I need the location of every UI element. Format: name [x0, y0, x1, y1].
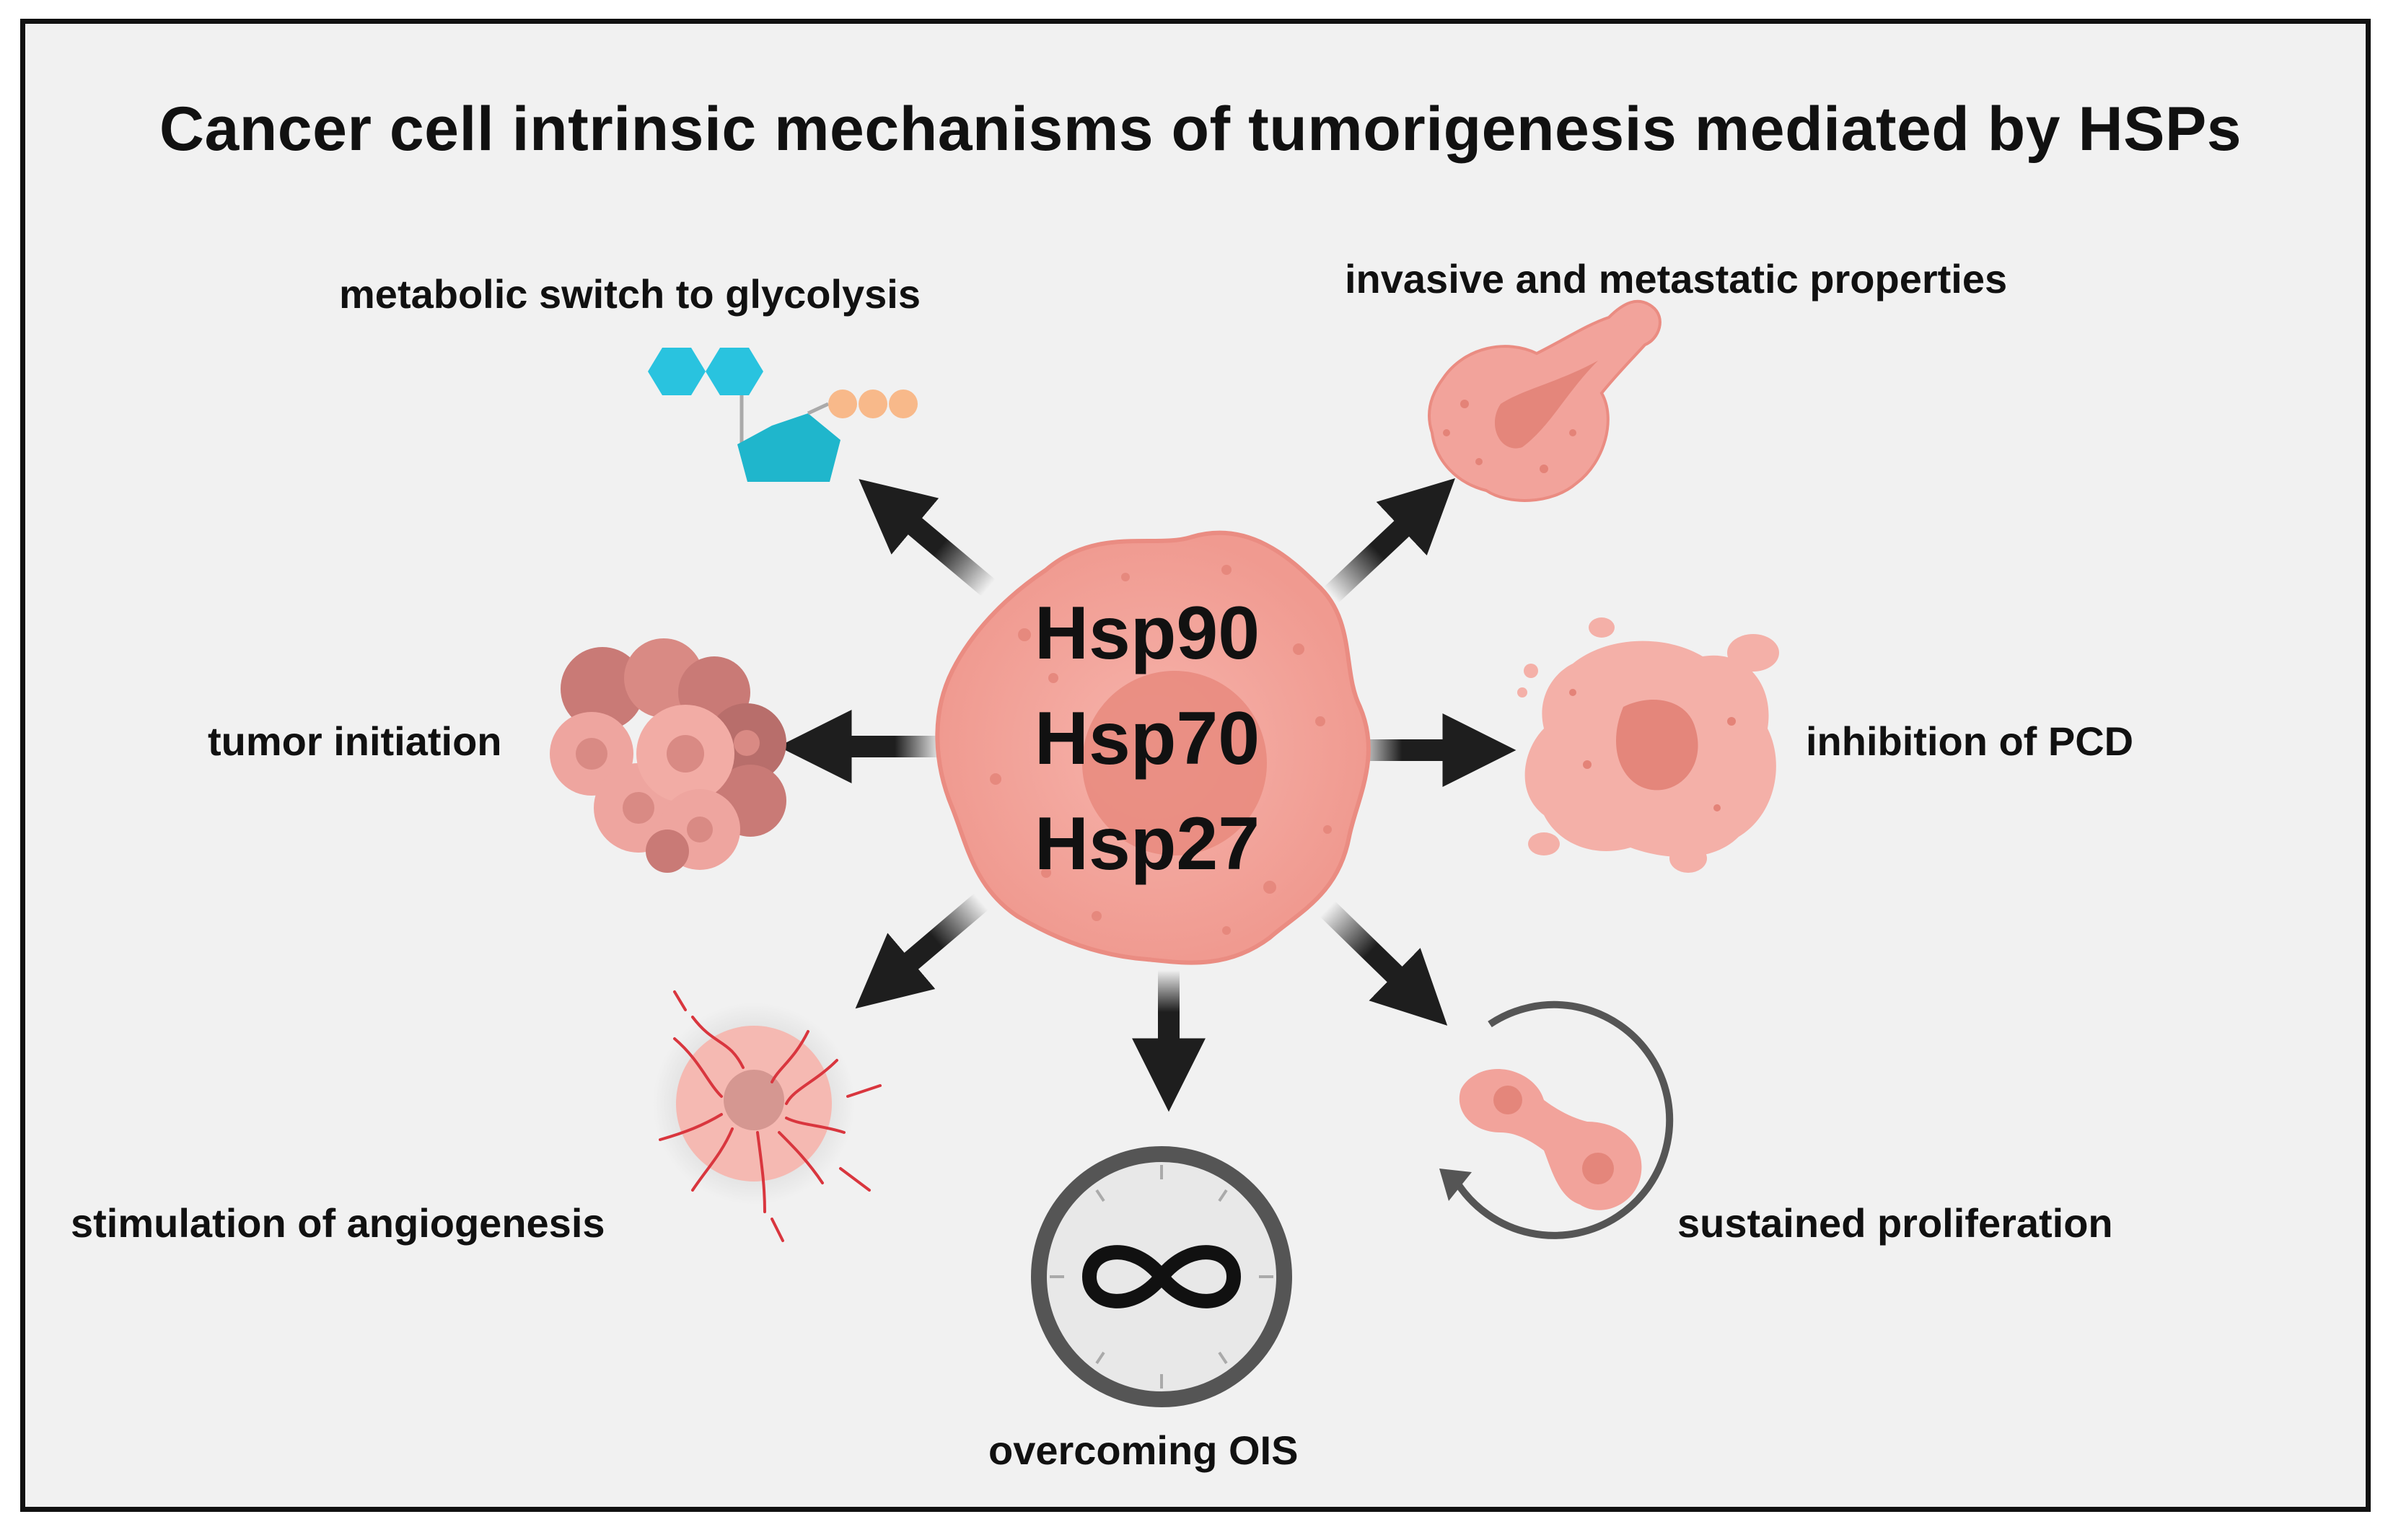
label-overcoming-ois: overcoming OIS [988, 1427, 1299, 1473]
label-metabolic-switch: metabolic switch to glycolysis [339, 271, 921, 317]
dividing-cell-icon [1439, 1000, 1674, 1239]
arrows [778, 478, 1516, 1112]
arrow-to-metabolic [859, 479, 996, 597]
diagram-title: Cancer cell intrinsic mechanisms of tumo… [159, 94, 2242, 164]
label-tumor-initiation: tumor initiation [208, 718, 502, 764]
glucose-molecule-icon [648, 348, 918, 482]
label-inhibition-pcd: inhibition of PCD [1806, 718, 2134, 764]
infinity-clock-icon [1031, 1146, 1292, 1407]
arrow-to-angiogenesis [855, 893, 988, 1009]
arrow-to-proliferation [1320, 901, 1448, 1026]
label-sustained-proliferation: sustained proliferation [1677, 1200, 2113, 1246]
angiogenic-tumor-icon [653, 990, 882, 1242]
label-invasive-metastatic: invasive and metastatic properties [1345, 256, 2008, 302]
central-cancer-cell [935, 530, 1371, 965]
label-angiogenesis: stimulation of angiogenesis [71, 1200, 605, 1246]
hsp27-label: Hsp27 [1034, 802, 1260, 886]
hsp90-label: Hsp90 [1034, 591, 1260, 675]
metastatic-cell-icon [1427, 299, 1662, 502]
apoptotic-cell-icon [1517, 617, 1779, 873]
tumor-cluster-icon [550, 638, 786, 873]
arrow-to-invasive [1323, 478, 1455, 603]
hsp70-label: Hsp70 [1034, 697, 1260, 780]
